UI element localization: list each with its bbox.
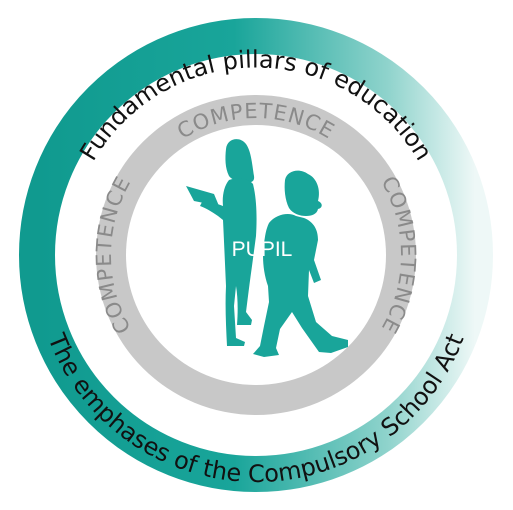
boy-with-backpack-figure xyxy=(253,170,348,357)
outer-ring xyxy=(19,18,493,492)
girl-reading-figure xyxy=(186,139,257,346)
pupil-label: PUPIL xyxy=(232,238,293,261)
